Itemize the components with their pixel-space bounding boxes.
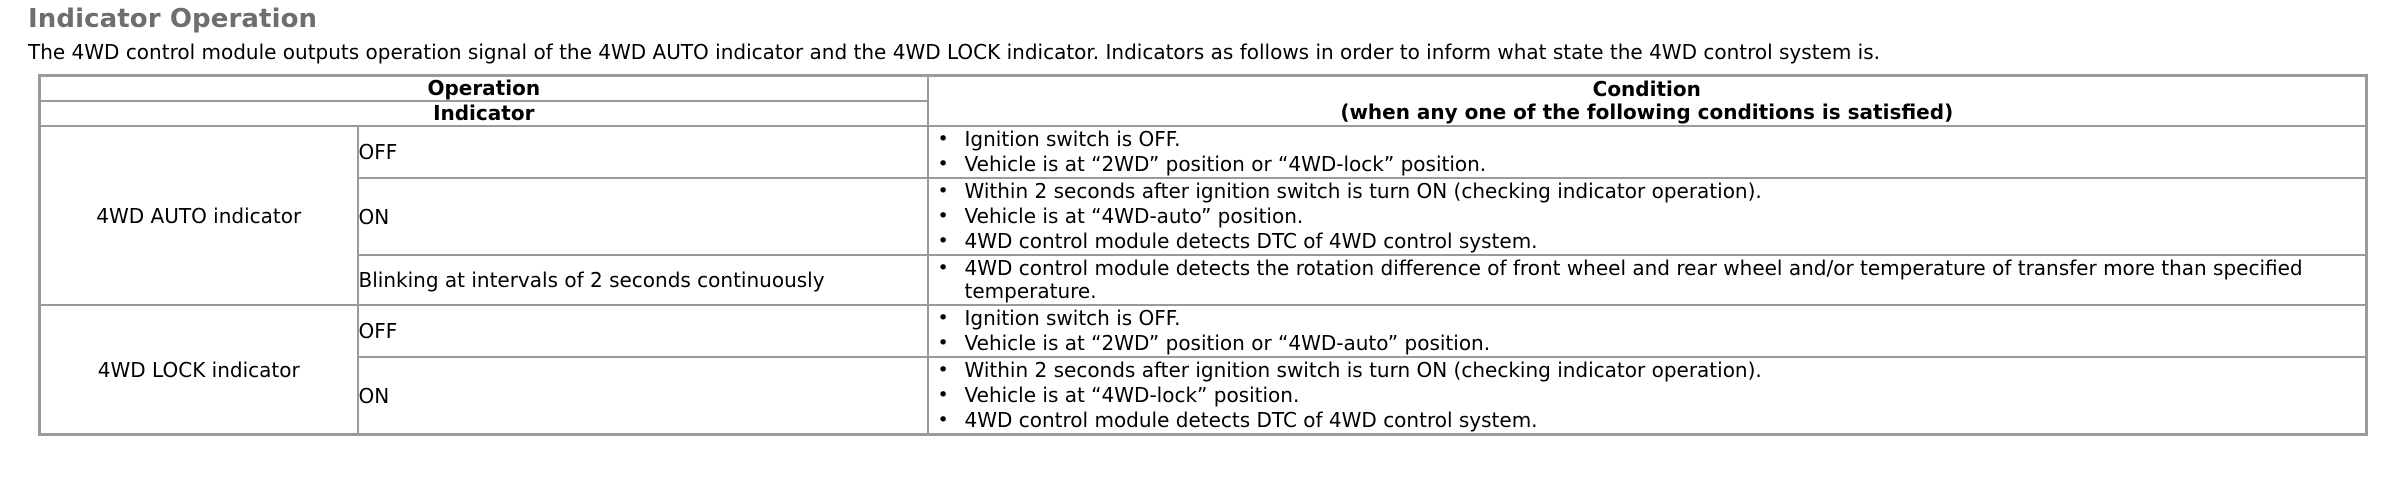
table-row: ONWithin 2 seconds after ignition switch… — [40, 177, 2368, 256]
indicator-state-label: ON — [356, 177, 929, 256]
condition-cell: Ignition switch is OFF.Vehicle is at “2W… — [926, 125, 2368, 179]
indicator-operation-table: Operation Condition (when any one of the… — [38, 74, 2368, 436]
condition-cell: 4WD control module detects the rotation … — [926, 254, 2368, 306]
condition-item: Vehicle is at “4WD-lock” position. — [929, 383, 2365, 408]
indicator-group-label: 4WD LOCK indicator — [38, 304, 359, 436]
condition-cell: Ignition switch is OFF.Vehicle is at “2W… — [926, 304, 2368, 358]
condition-list: 4WD control module detects the rotation … — [929, 256, 2365, 304]
indicator-state-label: OFF — [356, 125, 929, 179]
indicator-state-label: ON — [356, 356, 929, 436]
table-body: 4WD AUTO indicatorOFFIgnition switch is … — [38, 125, 2368, 436]
condition-item: 4WD control module detects DTC of 4WD co… — [929, 408, 2365, 433]
table-row: ONWithin 2 seconds after ignition switch… — [40, 356, 2368, 436]
intro-paragraph: The 4WD control module outputs operation… — [28, 40, 1881, 64]
condition-cell: Within 2 seconds after ignition switch i… — [926, 356, 2368, 436]
header-condition: Condition (when any one of the following… — [926, 74, 2368, 127]
table-row: 4WD LOCK indicatorOFFIgnition switch is … — [38, 304, 2368, 436]
condition-list: Ignition switch is OFF.Vehicle is at “2W… — [929, 306, 2365, 356]
condition-list: Within 2 seconds after ignition switch i… — [929, 358, 2365, 433]
condition-item: Vehicle is at “4WD-auto” position. — [929, 204, 2365, 229]
condition-item: Vehicle is at “2WD” position or “4WD-aut… — [929, 331, 2365, 356]
header-condition-subtitle: (when any one of the following condition… — [1340, 100, 1954, 124]
table-header-row-operation: Operation Condition (when any one of the… — [38, 74, 2368, 127]
table-head: Operation Condition (when any one of the… — [38, 74, 2368, 127]
condition-item: 4WD control module detects the rotation … — [929, 256, 2365, 304]
condition-item: Within 2 seconds after ignition switch i… — [929, 358, 2365, 383]
table-row: 4WD AUTO indicatorOFFIgnition switch is … — [38, 125, 2368, 306]
indicator-state-label: Blinking at intervals of 2 seconds conti… — [356, 254, 929, 306]
condition-cell: Within 2 seconds after ignition switch i… — [926, 177, 2368, 256]
table-header-row-indicator: Indicator — [38, 100, 2367, 127]
condition-list: Ignition switch is OFF.Vehicle is at “2W… — [929, 127, 2365, 177]
condition-list: Within 2 seconds after ignition switch i… — [929, 179, 2365, 254]
condition-item: Ignition switch is OFF. — [929, 127, 2365, 152]
page-title: Indicator Operation — [28, 4, 318, 34]
header-condition-title: Condition — [1592, 77, 1701, 101]
condition-item: Within 2 seconds after ignition switch i… — [929, 179, 2365, 204]
condition-item: 4WD control module detects DTC of 4WD co… — [929, 229, 2365, 254]
header-indicator: Indicator — [38, 100, 929, 127]
indicator-operation-table-wrap: Operation Condition (when any one of the… — [0, 64, 2400, 436]
indicator-group-label: 4WD AUTO indicator — [38, 125, 359, 306]
indicator-state-label: OFF — [356, 304, 929, 358]
header-operation: Operation — [38, 74, 929, 102]
condition-item: Ignition switch is OFF. — [929, 306, 2365, 331]
condition-item: Vehicle is at “2WD” position or “4WD-loc… — [929, 152, 2365, 177]
table-row: Blinking at intervals of 2 seconds conti… — [40, 254, 2368, 306]
